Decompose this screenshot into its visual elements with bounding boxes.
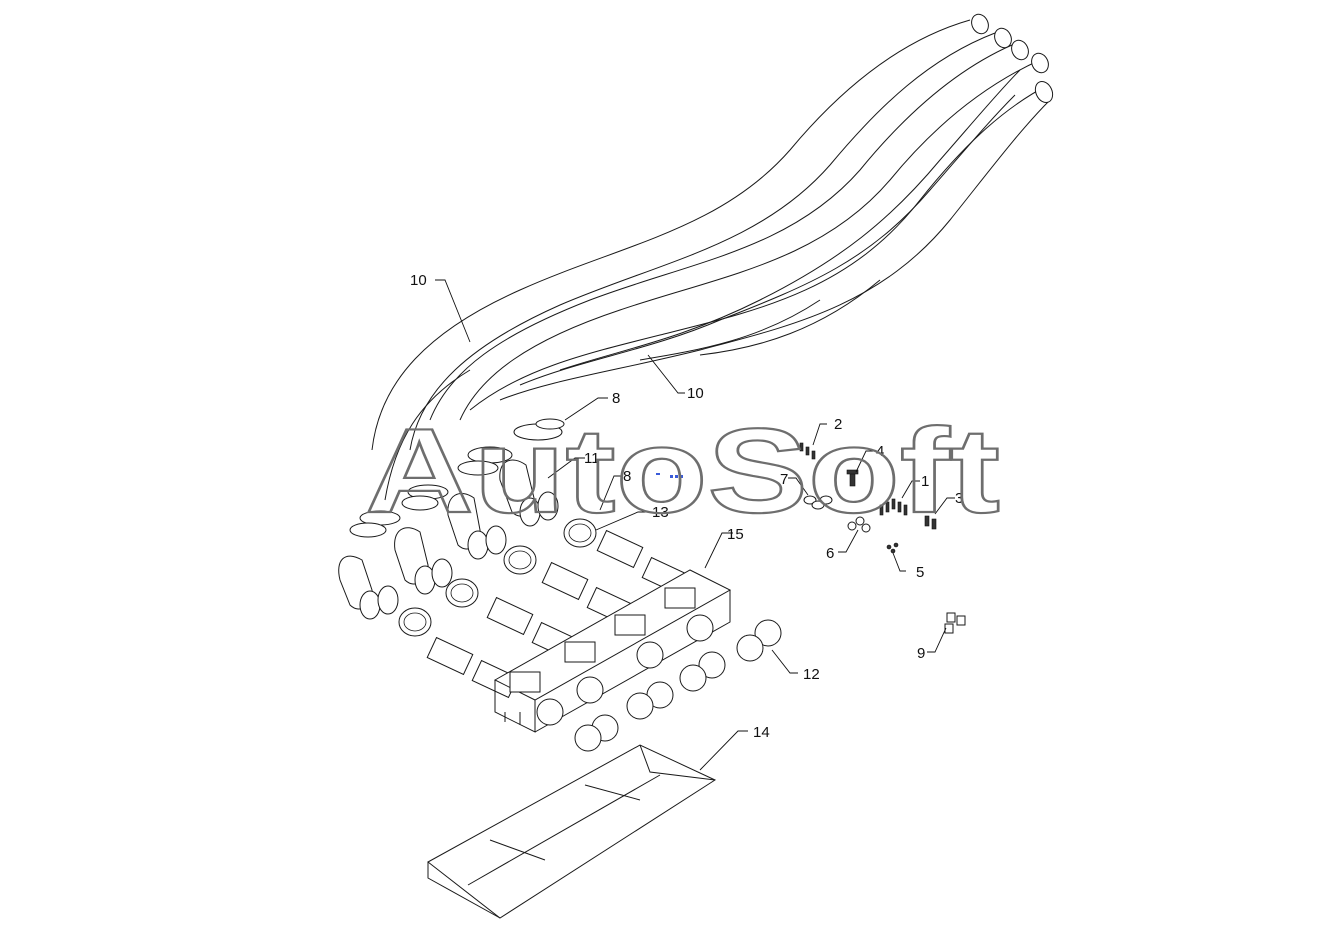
- pipe-clamps: [398, 518, 597, 637]
- callout-4: 4: [876, 443, 884, 460]
- callout-6: 6: [826, 545, 834, 562]
- brackets-part-9: [944, 612, 966, 634]
- washers-part-7: [803, 495, 833, 510]
- callout-2: 2: [834, 416, 842, 433]
- nuts-part-6: [847, 516, 871, 533]
- callout-8-lower: 8: [623, 468, 631, 485]
- studs-part-1: [879, 498, 908, 516]
- callout-12: 12: [803, 666, 820, 683]
- bolt-part-4: [846, 469, 859, 487]
- callout-8-upper: 8: [612, 390, 620, 407]
- callout-labels: 10 10 8 11 8 13 15 12 14 2 4 7 1 3 6 5 9: [410, 272, 963, 741]
- callout-10-upper: 10: [410, 272, 427, 289]
- callout-5: 5: [916, 564, 924, 581]
- flange-gaskets: [349, 418, 565, 538]
- callout-1: 1: [921, 473, 929, 490]
- exhaust-pipe-bundle: [371, 13, 1054, 501]
- elbow-manifolds: [338, 459, 559, 620]
- end-caps: [536, 614, 782, 752]
- mounting-frame: [493, 569, 732, 733]
- callout-10-lower: 10: [687, 385, 704, 402]
- callout-13: 13: [652, 504, 669, 521]
- callout-15: 15: [727, 526, 744, 543]
- fastener-hardware: [799, 442, 966, 634]
- position-marker: [656, 473, 683, 478]
- leader-lines: [435, 279, 955, 771]
- callout-11: 11: [584, 450, 600, 467]
- washers-part-5: [886, 542, 899, 554]
- bottom-tray: [427, 744, 717, 919]
- callout-14: 14: [753, 724, 770, 741]
- bolts-part-2: [799, 442, 816, 460]
- callout-7: 7: [780, 471, 788, 488]
- callout-3: 3: [955, 490, 963, 507]
- callout-9: 9: [917, 645, 925, 662]
- watermark-logo: AutoSoft: [365, 404, 1000, 538]
- bolts-part-3: [924, 515, 937, 530]
